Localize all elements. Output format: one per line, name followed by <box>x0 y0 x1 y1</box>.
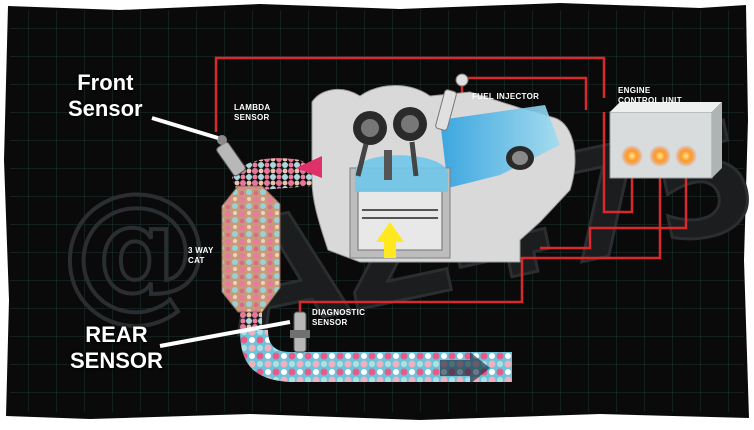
rear-sensor-label-line2: SENSOR <box>70 348 163 373</box>
fuel-injector-label: FUEL INJECTOR <box>472 92 540 101</box>
rear-sensor-pointer <box>159 320 291 348</box>
rear-sensor-label-line1: REAR <box>85 322 148 347</box>
three-way-cat-label: 3 WAY CAT <box>188 246 214 266</box>
diag-label-line2: SENSOR <box>312 318 348 327</box>
ecu-label-line1: ENGINE <box>618 86 651 95</box>
rear-diagnostic-sensor-icon <box>290 311 310 353</box>
front-sensor-label-line1: Front <box>77 70 134 95</box>
lambda-sensor-label: LAMBDA SENSOR <box>234 103 270 123</box>
front-sensor-pointer <box>151 116 219 140</box>
lambda-label-line2: SENSOR <box>234 113 270 122</box>
flow-arrow-icon <box>440 352 490 384</box>
exhaust-pipe <box>240 330 512 384</box>
fuel-injector-icon <box>435 73 469 131</box>
diagnostic-sensor-label: DIAGNOSTIC SENSOR <box>312 308 365 328</box>
front-sensor-label-line2: Sensor <box>68 96 143 121</box>
catalytic-converter <box>221 185 281 330</box>
ecu-light-3-icon <box>675 145 697 167</box>
ecu-label-line2: CONTROL UNIT <box>618 96 682 105</box>
watermark-text: @ <box>60 162 210 336</box>
ecu-light-2-icon <box>649 145 671 167</box>
ecu-light-1-icon <box>621 145 643 167</box>
front-sensor-label: Front Sensor <box>68 70 143 122</box>
wiring <box>214 56 688 328</box>
cat-label-line2: CAT <box>188 256 205 265</box>
exhaust-flow-arrow-icon <box>296 156 322 178</box>
exhaust-manifold <box>232 156 322 210</box>
engine-block <box>311 85 576 263</box>
cat-label-line1: 3 WAY <box>188 246 214 255</box>
rear-sensor-label: REAR SENSOR <box>70 322 163 374</box>
lambda-label-line1: LAMBDA <box>234 103 271 112</box>
engine-control-unit <box>609 102 722 179</box>
front-lambda-sensor-icon <box>216 135 246 177</box>
ecu-label: ENGINE CONTROL UNIT <box>618 86 682 106</box>
diag-label-line1: DIAGNOSTIC <box>312 308 366 317</box>
